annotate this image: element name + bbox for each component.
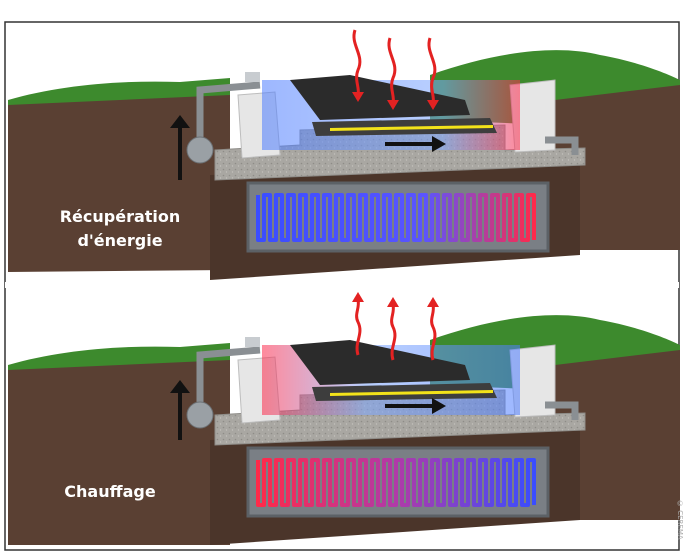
copyright-notice: © CEREMA (672, 500, 684, 550)
label-line: Chauffage (40, 480, 180, 504)
label-line: Récupération (40, 205, 200, 229)
label-energy-recovery: Récupération d'énergie (40, 205, 200, 253)
pump (187, 137, 213, 163)
label-heating: Chauffage (40, 480, 180, 504)
label-line: d'énergie (40, 229, 200, 253)
pump (187, 402, 213, 428)
heat-exchanger-pipe (258, 195, 534, 240)
heat-exchanger-pipe (258, 460, 534, 505)
